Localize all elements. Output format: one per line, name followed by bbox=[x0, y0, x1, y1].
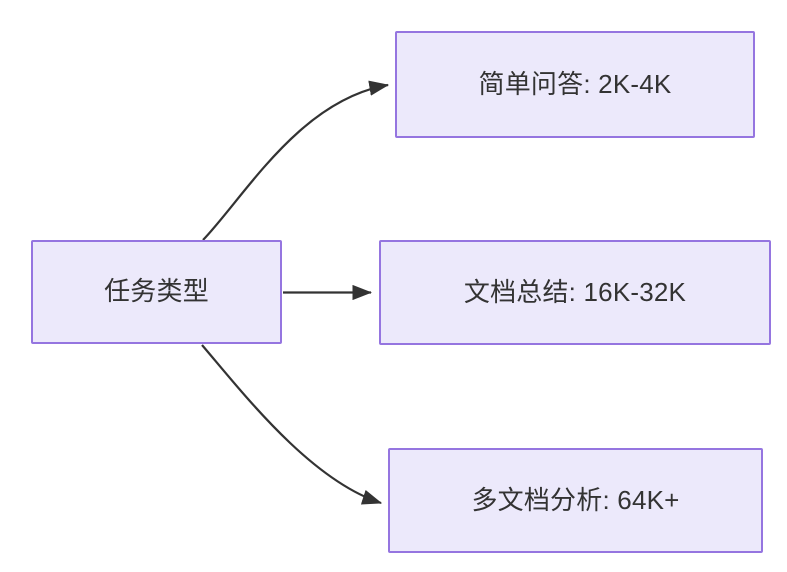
node-multidoc-analysis-label: 多文档分析: 64K+ bbox=[471, 484, 680, 515]
node-simple-qa[interactable]: 简单问答: 2K-4K bbox=[395, 31, 755, 138]
node-task-type[interactable]: 任务类型 bbox=[31, 240, 282, 344]
node-multidoc-analysis[interactable]: 多文档分析: 64K+ bbox=[388, 448, 763, 553]
node-simple-qa-label: 简单问答: 2K-4K bbox=[478, 68, 672, 99]
node-doc-summary[interactable]: 文档总结: 16K-32K bbox=[379, 240, 771, 345]
edge-root-to-multidoc-analysis bbox=[201, 344, 383, 505]
edge-root-to-simple-qa bbox=[202, 80, 390, 241]
node-task-type-label: 任务类型 bbox=[104, 276, 209, 307]
node-doc-summary-label: 文档总结: 16K-32K bbox=[463, 276, 687, 307]
